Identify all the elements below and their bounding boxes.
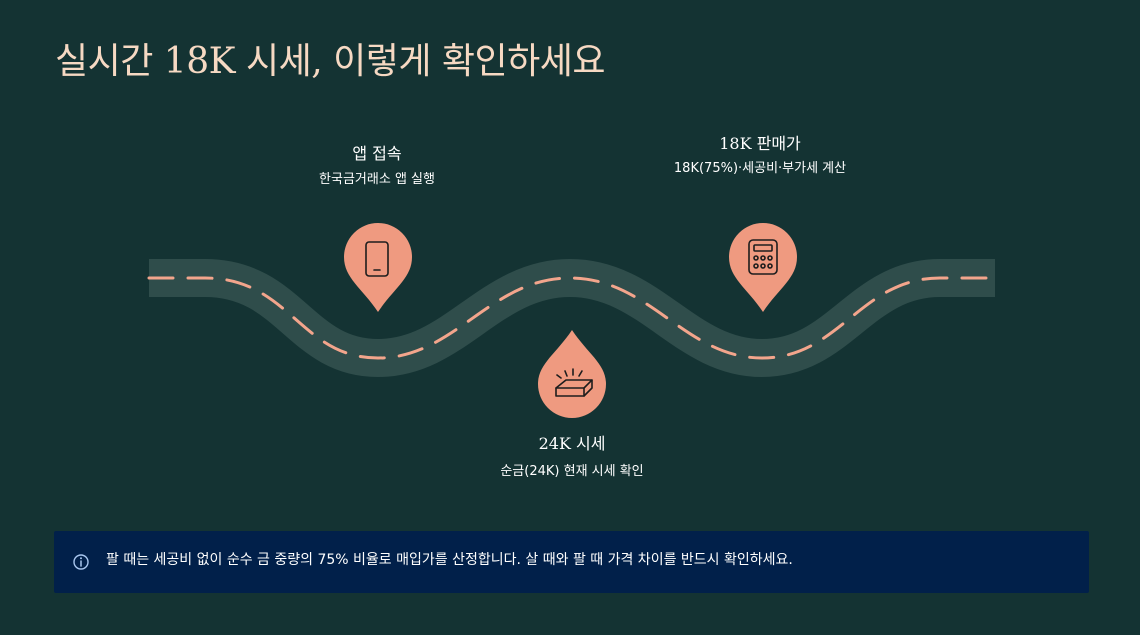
step-description: 순금(24K) 현재 시세 확인 bbox=[500, 464, 644, 479]
pin-18k-sale-price bbox=[729, 223, 797, 312]
notice-banner: 팔 때는 세공비 없이 순수 금 중량의 75% 비율로 매입가를 산정합니다.… bbox=[54, 531, 1089, 593]
step-description: 18K(75%)·세공비·부가세 계산 bbox=[673, 161, 847, 176]
step-18k-sale-price: 18K 판매가 18K(75%)·세공비·부가세 계산 bbox=[670, 133, 850, 177]
step-app-access: 앱 접속 한국금거래소 앱 실행 bbox=[297, 143, 457, 188]
info-icon bbox=[73, 554, 89, 570]
pin-24k-price bbox=[538, 330, 606, 418]
gold-bar-icon bbox=[555, 368, 593, 397]
page-title: 실시간 18K 시세, 이렇게 확인하세요 bbox=[55, 41, 605, 82]
step-title: 18K 판매가 bbox=[719, 134, 801, 153]
calculator-icon bbox=[748, 239, 778, 275]
map-pin-marker bbox=[538, 330, 606, 418]
notice-text: 팔 때는 세공비 없이 순수 금 중량의 75% 비율로 매입가를 산정합니다.… bbox=[106, 552, 793, 568]
step-description: 한국금거래소 앱 실행 bbox=[319, 172, 435, 187]
step-24k-price: 24K 시세 순금(24K) 현재 시세 확인 bbox=[497, 433, 647, 480]
pin-app-access bbox=[344, 223, 412, 312]
map-pin-marker bbox=[344, 223, 412, 312]
step-title: 앱 접속 bbox=[352, 144, 402, 163]
road-center-dashes bbox=[147, 276, 997, 360]
smartphone-icon bbox=[365, 241, 389, 277]
step-title: 24K 시세 bbox=[538, 434, 606, 453]
